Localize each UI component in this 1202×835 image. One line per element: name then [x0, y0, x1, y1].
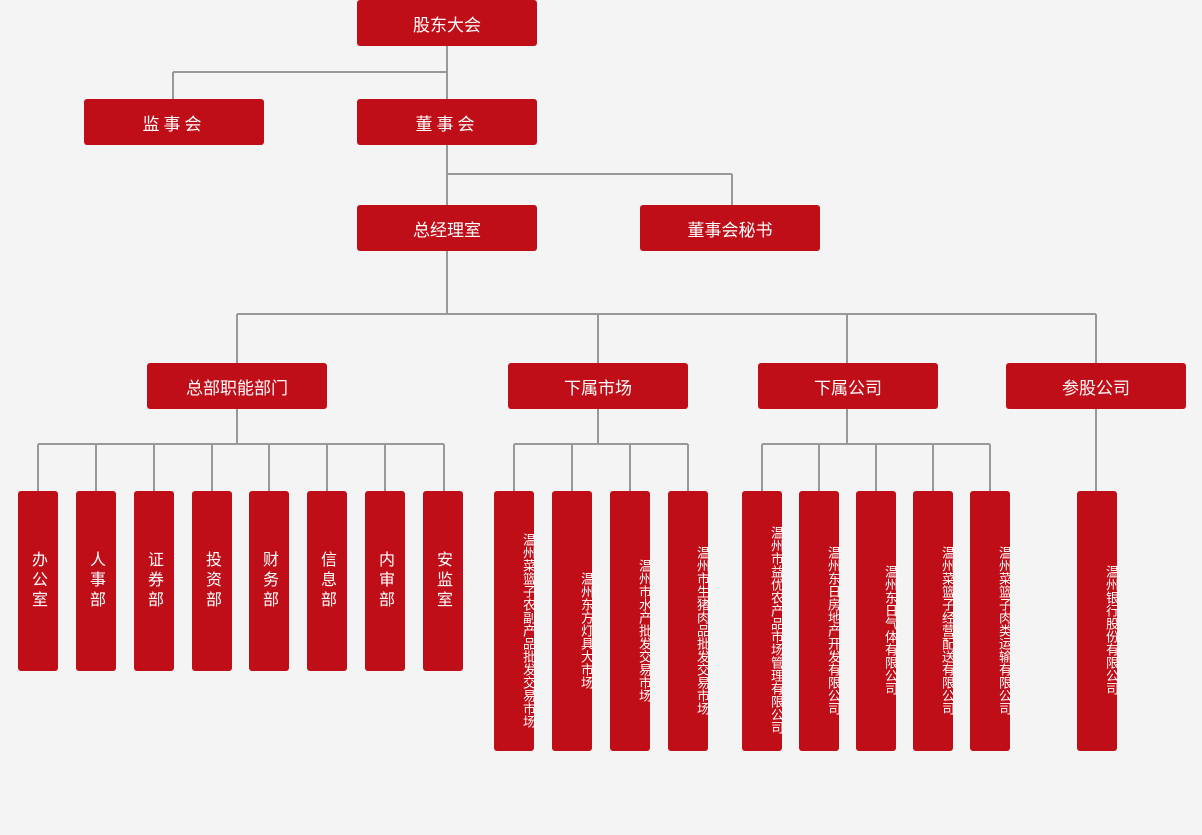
dept-node: 安监室	[423, 491, 463, 671]
node-equity-companies: 参股公司	[1006, 363, 1186, 409]
company-node: 温州东日气体有限公司	[856, 491, 897, 751]
company-node: 温州市益优农产品市场管理有限公司	[742, 491, 783, 751]
company-node: 温州菜篮子肉类运输有限公司	[970, 491, 1011, 751]
dept-node: 投资部	[192, 491, 232, 671]
equity-node: 温州银行股份有限公司	[1077, 491, 1118, 751]
dept-node: 人事部	[76, 491, 116, 671]
company-node: 温州东日房地产开发有限公司	[799, 491, 840, 751]
node-sub-companies: 下属公司	[758, 363, 938, 409]
node-sub-markets: 下属市场	[508, 363, 688, 409]
node-hq-departments: 总部职能部门	[147, 363, 327, 409]
company-node: 温州菜篮子经营配送有限公司	[913, 491, 954, 751]
node-supervisors: 监事会	[84, 99, 264, 145]
market-node: 温州市水产批发交易市场	[610, 491, 651, 751]
market-node: 温州东方灯具大市场	[552, 491, 593, 751]
node-shareholders: 股东大会	[357, 0, 537, 46]
dept-node: 内审部	[365, 491, 405, 671]
node-board-secretary: 董事会秘书	[640, 205, 820, 251]
dept-node: 办公室	[18, 491, 58, 671]
node-board: 董事会	[357, 99, 537, 145]
market-node: 温州菜篮子农副产品批发交易市场	[494, 491, 535, 751]
market-node: 温州市生猪肉品批发交易市场	[668, 491, 709, 751]
dept-node: 财务部	[249, 491, 289, 671]
dept-node: 证券部	[134, 491, 174, 671]
node-gm-office: 总经理室	[357, 205, 537, 251]
dept-node: 信息部	[307, 491, 347, 671]
